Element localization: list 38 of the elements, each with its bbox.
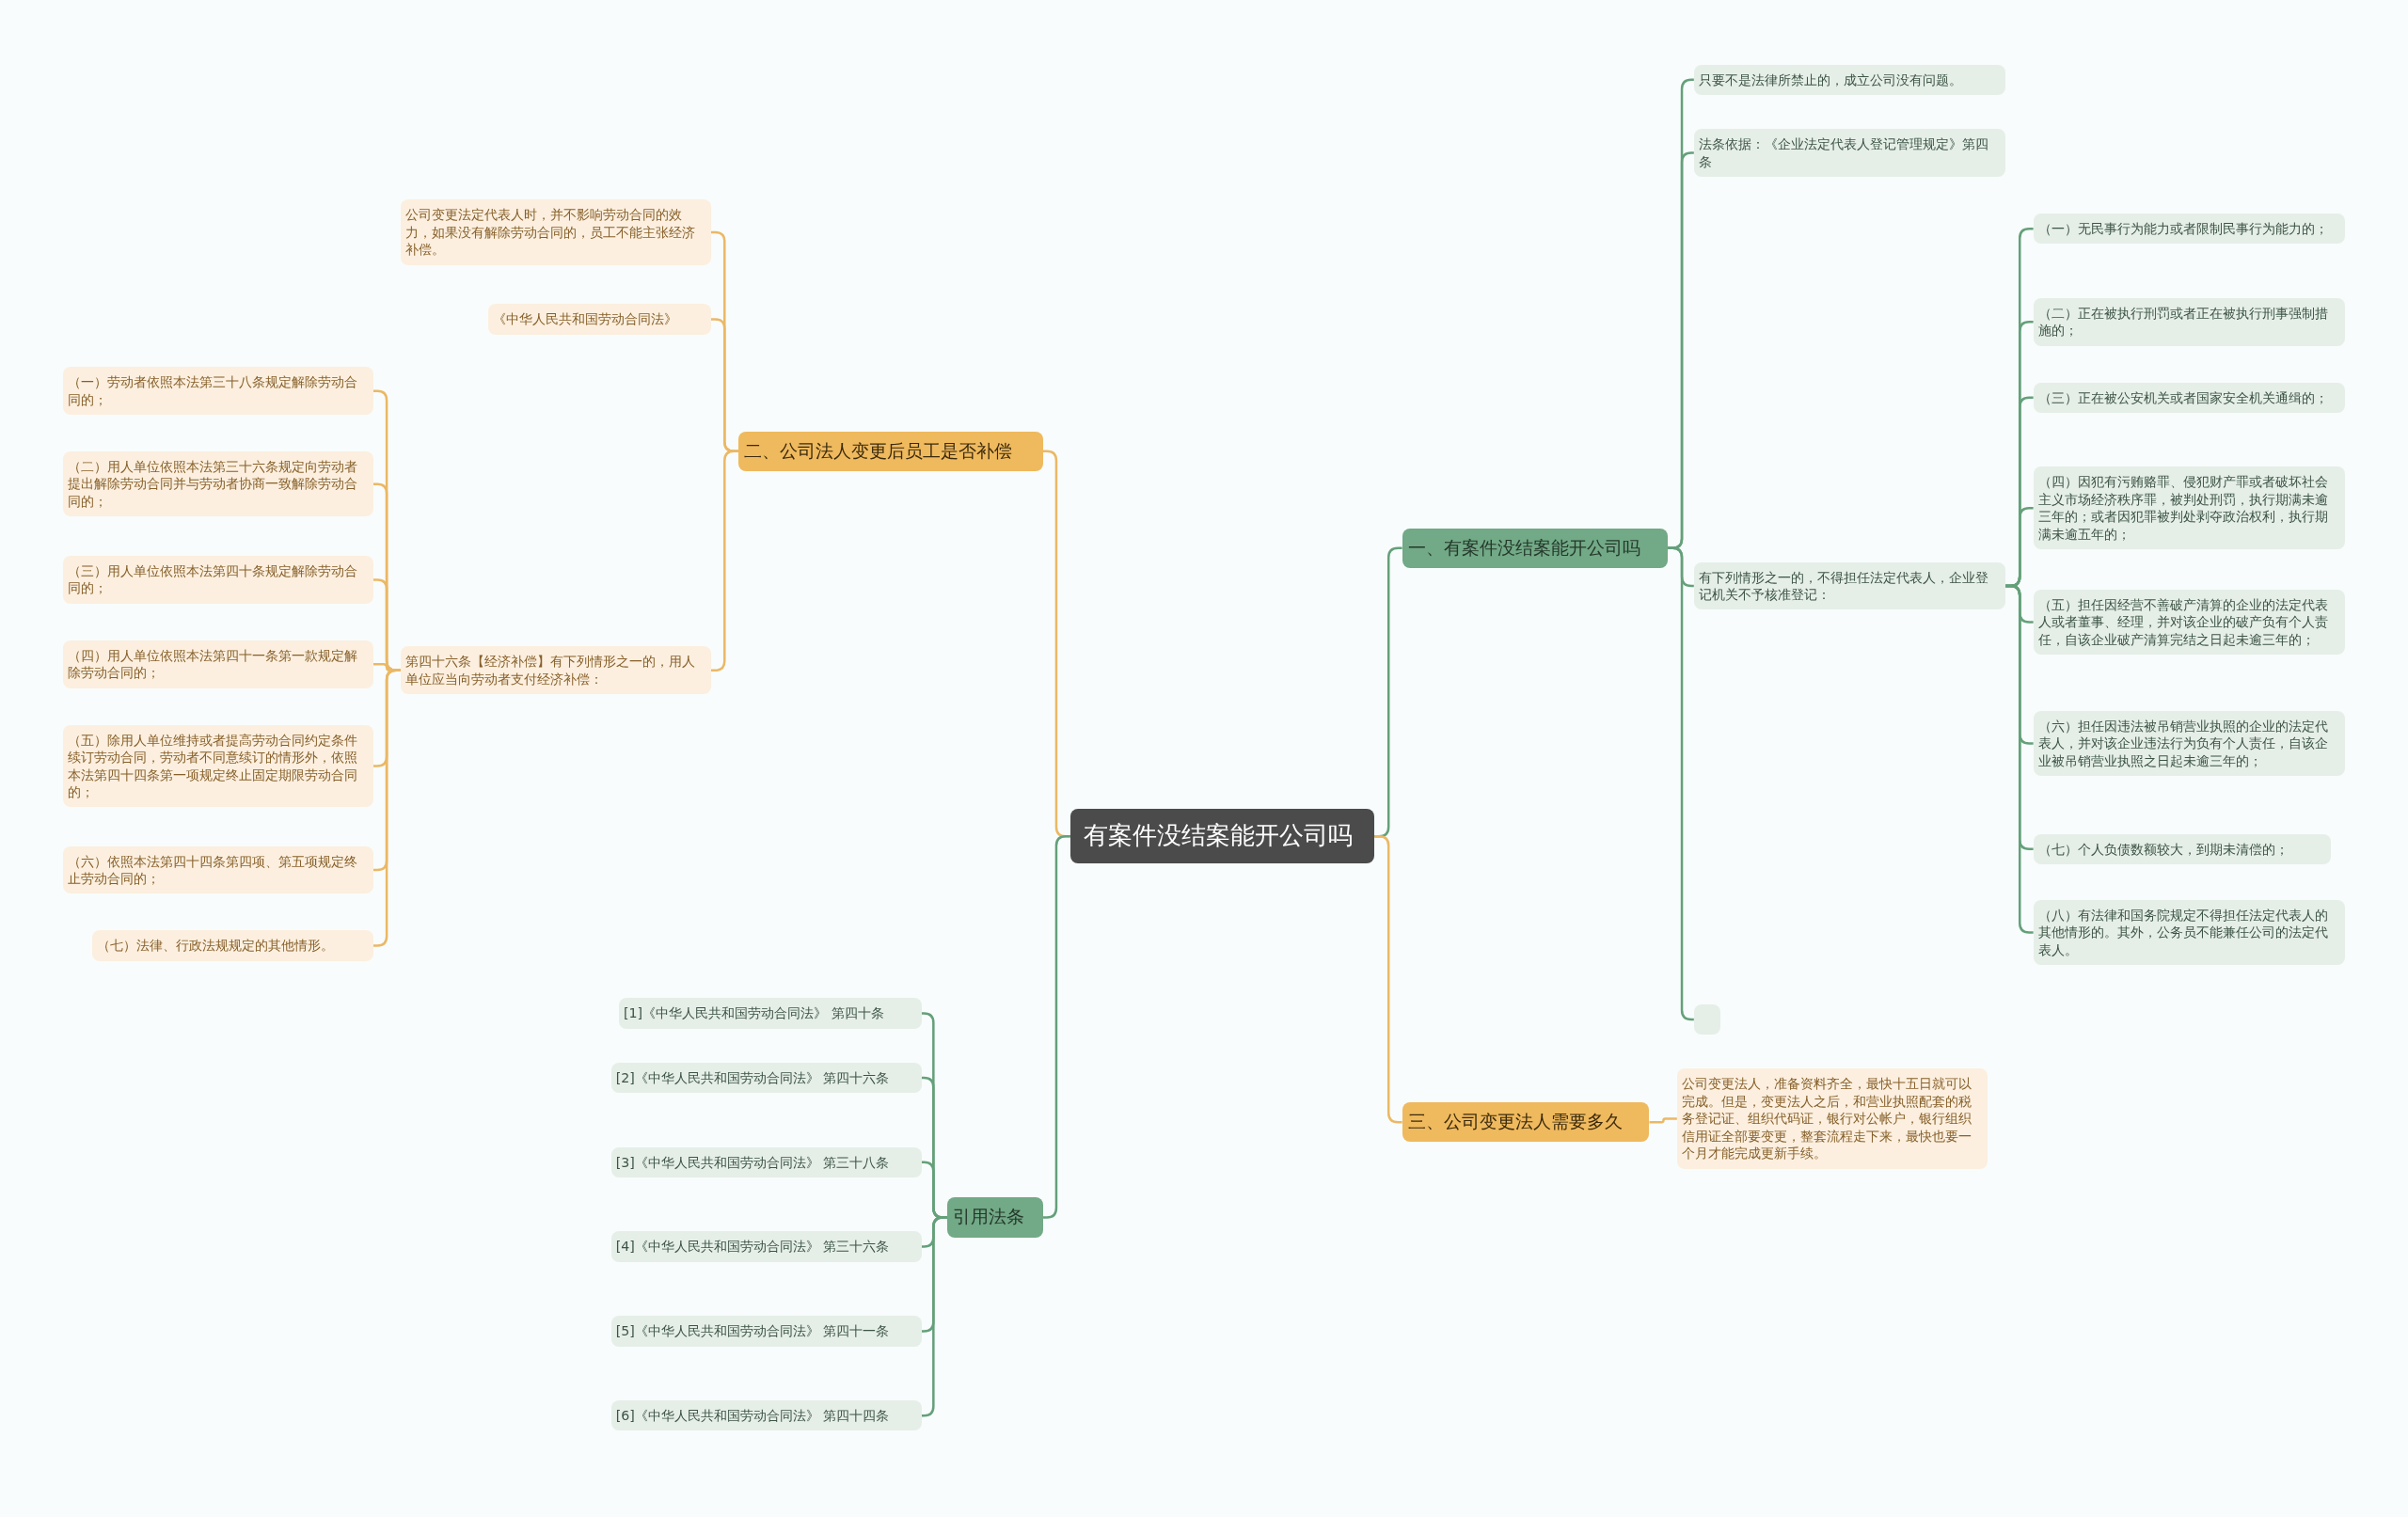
text-box: 《中华人民共和国劳动合同法》	[488, 304, 711, 335]
text-box: （五）除用人单位维持或者提高劳动合同约定条件续订劳动合同，劳动者不同意续订的情形外，依照本法第四十四条第一项规定终止固定期限劳动合同的；	[62, 724, 373, 808]
text-box: [2]《中华人民共和国劳动合同法》 第四十六条	[610, 1062, 922, 1094]
text-box: 有下列情形之一的，不得担任法定代表人，企业登记机关不予核准登记：	[1693, 561, 2006, 610]
text-box: [1]《中华人民共和国劳动合同法》 第四十条	[618, 998, 922, 1029]
connector	[921, 1216, 948, 1417]
root-topic-box: 有案件没结案能开公司吗	[1069, 809, 1375, 864]
text-box: 公司变更法定代表人时，并不影响劳动合同的效力，如果没有解除劳动合同的，员工不能主张经济补偿。	[401, 199, 711, 265]
connector	[1042, 835, 1070, 1219]
text-box: （七）个人负债数额较大，到期未清偿的；	[2033, 833, 2332, 864]
topic-box: 二、公司法人变更后员工是否补偿	[738, 431, 1043, 471]
topic-box: 引用法条	[947, 1197, 1043, 1238]
text-box: （一）无民事行为能力或者限制民事行为能力的；	[2033, 213, 2346, 245]
text-box: （六）依照本法第四十四条第四项、第五项规定终止劳动合同的；	[62, 845, 373, 894]
text-box: 法条依据：《企业法定代表人登记管理规定》第四条	[1693, 129, 2006, 178]
text-box: （七）法律、行政法规规定的其他情形。	[91, 930, 373, 961]
text-box: （六）担任因违法被吊销营业执照的企业的法定代表人，并对该企业违法行为负有个人责任，自该企业被吊销营业执照之日起未逾三年的；	[2033, 710, 2346, 777]
text-box: [6]《中华人民共和国劳动合同法》 第四十四条	[610, 1399, 922, 1431]
text-box: （四）因犯有污贿赂罪、侵犯财产罪或者破坏社会主义市场经济秩序罪，被判处刑罚，执行期满未逾三年的；或者因犯罪被判处剥夺政治权利，执行期满未逾五年的；	[2033, 466, 2346, 550]
text-box: （五）担任因经营不善破产清算的企业的法定代表人或者董事、经理，并对该企业的破产负有个人责任，自该企业破产清算完结之日起未逾三年的；	[2033, 589, 2346, 656]
text-box: [5]《中华人民共和国劳动合同法》 第四十一条	[610, 1316, 922, 1347]
text-box: [3]《中华人民共和国劳动合同法》 第三十八条	[610, 1146, 922, 1178]
text-box: （八）有法律和国务院规定不得担任法定代表人的其他情形的。其外，公务员不能兼任公司的法定代表人。	[2033, 899, 2346, 966]
connector	[1668, 546, 1694, 1021]
topic-box: 三、公司变更法人需要多久	[1402, 1102, 1650, 1143]
text-box: （三）用人单位依照本法第四十条规定解除劳动合同的；	[62, 556, 373, 604]
text-box: 第四十六条【经济补偿】有下列情形之一的，用人单位应当向劳动者支付经济补偿：	[401, 646, 711, 695]
text-box: （二）用人单位依照本法第三十六条规定向劳动者提出解除劳动合同并与劳动者协商一致解除劳动合同的；	[62, 451, 373, 517]
connector	[1649, 1117, 1677, 1124]
text-box: （一）劳动者依照本法第三十八条规定解除劳动合同的；	[62, 367, 373, 416]
text-box: 只要不是法律所禁止的，成立公司没有问题。	[1693, 64, 2006, 95]
empty-box	[1693, 1003, 1720, 1035]
text-box: （四）用人单位依照本法第四十一条第一款规定解除劳动合同的；	[62, 640, 373, 688]
text-box: [4]《中华人民共和国劳动合同法》 第三十六条	[610, 1231, 922, 1262]
text-box: 公司变更法人，准备资料齐全，最快十五日就可以完成。但是，变更法人之后，和营业执照配套的税务登记证、组织代码证，银行对公帐户，银行组织信用证全部要变更，整套流程走下来，最快也要一个月才能完成更新手续。	[1676, 1068, 1988, 1169]
topic-box: 一、有案件没结案能开公司吗	[1402, 528, 1669, 568]
text-box: （三）正在被公安机关或者国家安全机关通缉的；	[2033, 382, 2346, 413]
text-box: （二）正在被执行刑罚或者正在被执行刑事强制措施的；	[2033, 297, 2346, 346]
